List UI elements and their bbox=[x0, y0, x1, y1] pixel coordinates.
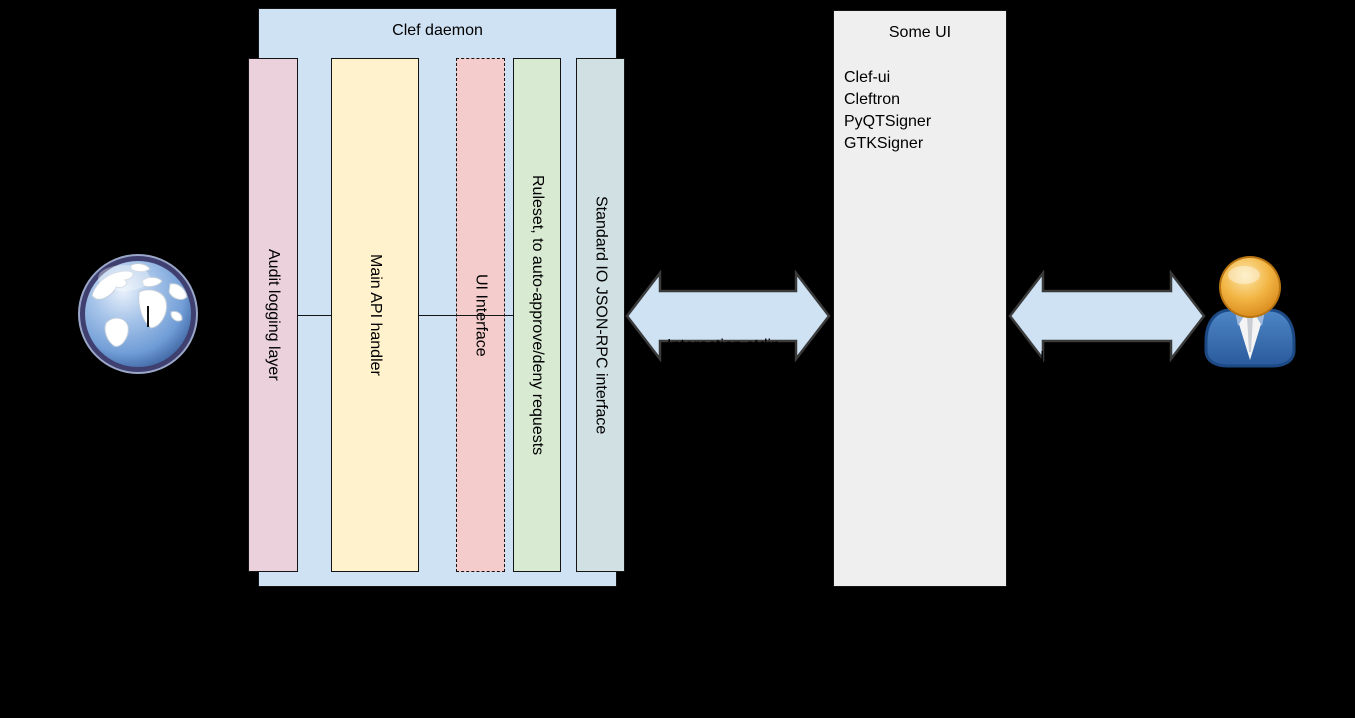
component-label: Standard IO JSON-RPC interface bbox=[592, 195, 610, 435]
some-ui-title: Some UI bbox=[888, 24, 952, 41]
some-ui-list: Clef-ui Cleftron PyQTSigner GTKSigner bbox=[844, 67, 931, 155]
clef-daemon-title: Clef daemon bbox=[392, 22, 483, 39]
ui-to-user-arrow-label: Interaction bbox=[1040, 308, 1115, 408]
some-ui-item: GTKSigner bbox=[844, 135, 924, 152]
globe-connector-line bbox=[147, 306, 149, 327]
daemon-to-ui-arrow-label: Interaction stdin / stdout bbox=[667, 296, 780, 456]
arrow-label-line: / stdout bbox=[667, 397, 720, 414]
component-label: Main API handler bbox=[367, 254, 384, 376]
ui-to-user-arrow bbox=[1008, 270, 1206, 362]
component-audit-logging-layer: Audit logging layer bbox=[248, 58, 298, 572]
component-main-api-handler: Main API handler bbox=[331, 58, 419, 572]
component-label: Audit logging layer bbox=[265, 249, 282, 381]
user-icon bbox=[1204, 256, 1296, 368]
connector-api-to-ruleset bbox=[419, 315, 513, 316]
component-stdio-jsonrpc-interface: Standard IO JSON-RPC interface bbox=[576, 58, 625, 572]
some-ui-item: PyQTSigner bbox=[844, 113, 932, 130]
some-ui-item: Cleftron bbox=[844, 91, 901, 108]
arrow-label-line: Interaction bbox=[1040, 349, 1115, 366]
clef-daemon-box: Clef daemon bbox=[258, 8, 617, 587]
component-ruleset: Ruleset, to auto-approve/deny requests bbox=[513, 58, 561, 572]
arrow-label-line: Interaction stdin bbox=[667, 337, 780, 354]
globe-icon bbox=[78, 254, 198, 374]
component-label: Ruleset, to auto-approve/deny requests bbox=[529, 174, 546, 456]
daemon-to-ui-arrow bbox=[625, 270, 831, 362]
component-label: UI Interface bbox=[472, 273, 490, 357]
some-ui-item: Clef-ui bbox=[844, 69, 891, 86]
some-ui-box: Some UI Clef-ui Cleftron PyQTSigner GTKS… bbox=[833, 10, 1007, 587]
connector-audit-to-api bbox=[298, 315, 331, 316]
